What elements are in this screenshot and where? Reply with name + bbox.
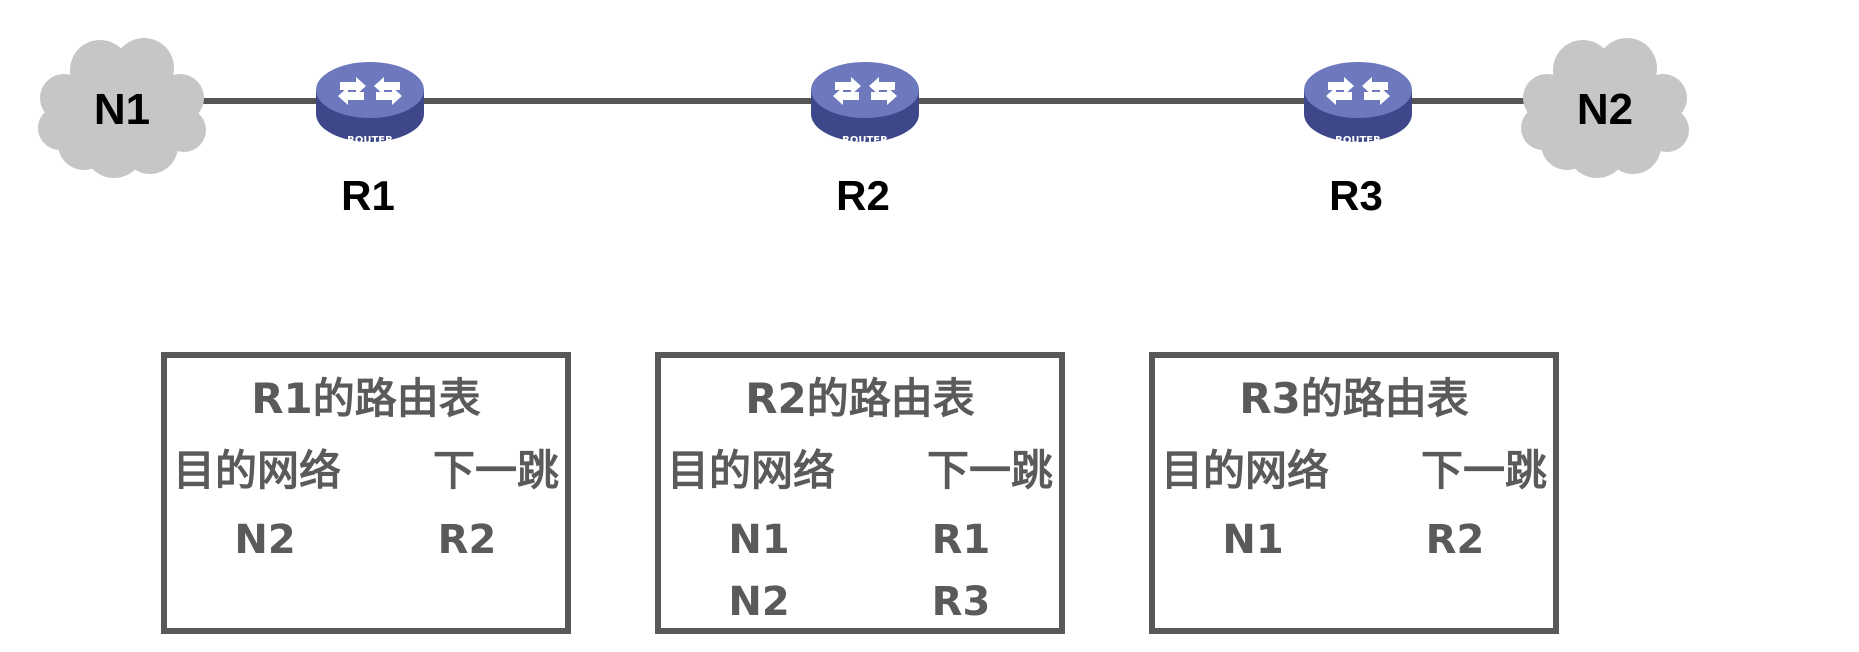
next-hop-header: 下一跳: [1420, 446, 1547, 495]
routing-table-title: R1的路由表: [251, 374, 481, 423]
table-row: N1 R1: [661, 520, 1059, 564]
router-device-text: ROUTER: [347, 135, 393, 146]
router-device-text: ROUTER: [842, 135, 888, 146]
router-icon-r2: ROUTER: [811, 62, 919, 146]
next-hop-cell: R2: [437, 517, 497, 563]
routing-table-r2: R2的路由表 目的网络 下一跳 N1 R1 N2 R3: [655, 352, 1065, 634]
dest-network-cell: N1: [728, 517, 790, 563]
dest-network-header: 目的网络: [667, 446, 836, 495]
next-hop-header: 下一跳: [926, 446, 1053, 495]
routing-table-title: R2的路由表: [745, 374, 975, 423]
router-device-text: ROUTER: [1335, 135, 1381, 146]
router-label-r1: R1: [341, 172, 395, 219]
table-row: N2 R2: [167, 520, 565, 564]
router-icon-r3: ROUTER: [1304, 62, 1412, 146]
router-label-r2: R2: [836, 172, 890, 219]
dest-network-header: 目的网络: [173, 446, 342, 495]
network-label-n2: N2: [1577, 85, 1633, 134]
next-hop-cell: R3: [931, 579, 991, 625]
next-hop-cell: R2: [1425, 517, 1485, 563]
table-row: N2 R3: [661, 582, 1059, 626]
network-label-n1: N1: [94, 85, 150, 134]
dest-network-header: 目的网络: [1161, 446, 1330, 495]
table-row: N1 R2: [1155, 520, 1553, 564]
routing-table-r1: R1的路由表 目的网络 下一跳 N2 R2: [161, 352, 571, 634]
dest-network-cell: N1: [1222, 517, 1284, 563]
next-hop-header: 下一跳: [432, 446, 559, 495]
router-label-r3: R3: [1329, 172, 1383, 219]
routing-table-title: R3的路由表: [1239, 374, 1469, 423]
routing-table-r3: R3的路由表 目的网络 下一跳 N1 R2: [1149, 352, 1559, 634]
next-hop-cell: R1: [931, 517, 991, 563]
dest-network-cell: N2: [234, 517, 296, 563]
dest-network-cell: N2: [728, 579, 790, 625]
router-icon-r1: ROUTER: [316, 62, 424, 146]
